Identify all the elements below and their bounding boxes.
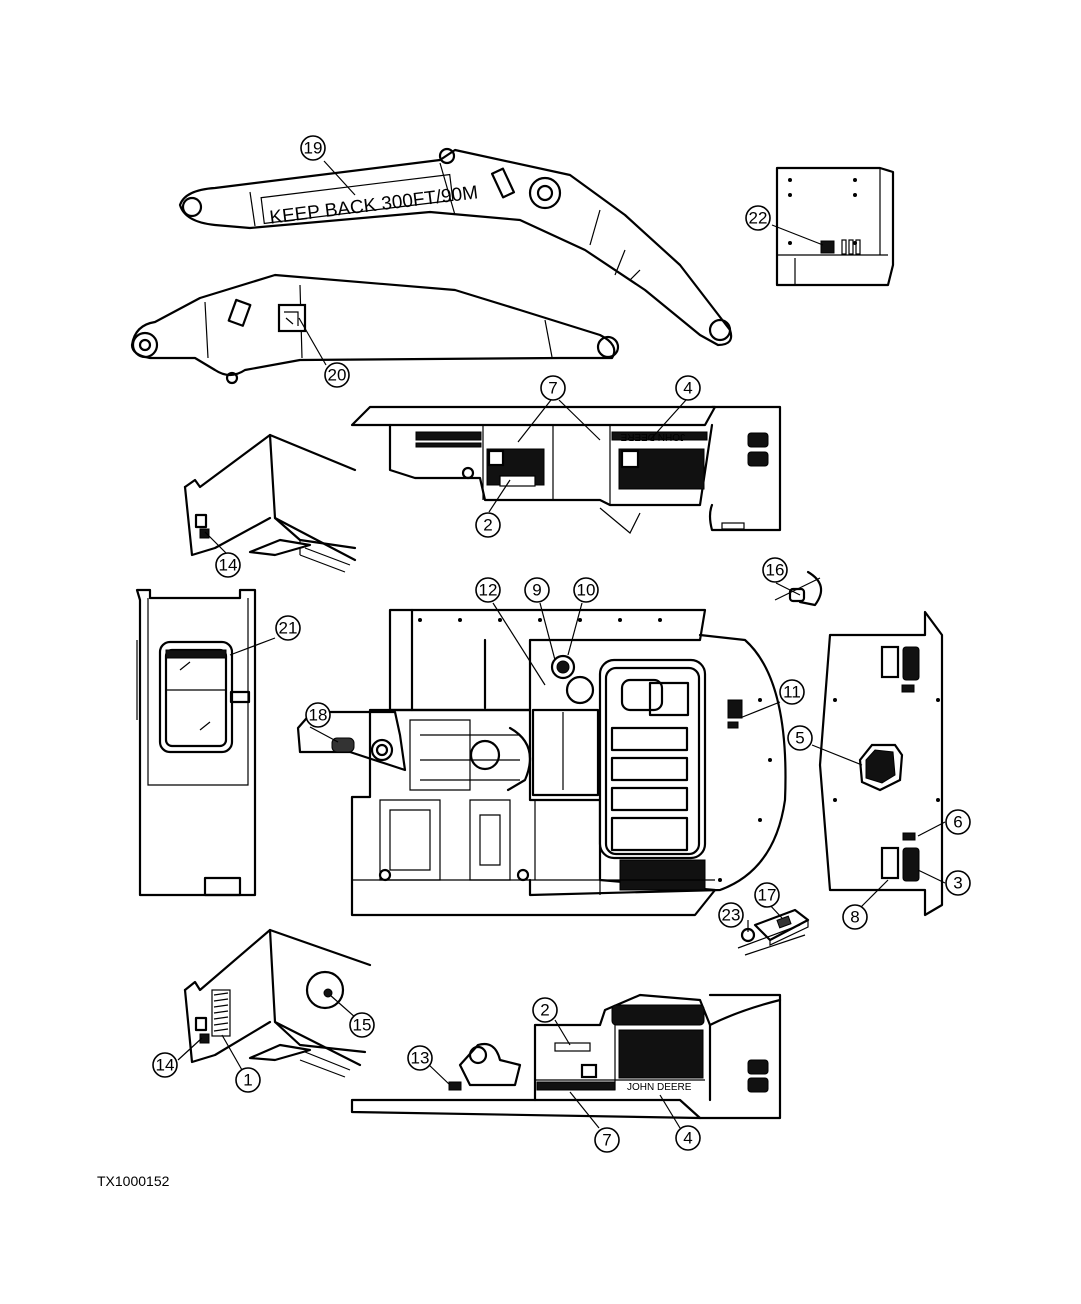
callout-8: 8 — [842, 904, 868, 930]
svg-text:22: 22 — [749, 209, 768, 228]
callout-15: 15 — [349, 1012, 375, 1038]
callout-2: 2 — [475, 512, 501, 538]
svg-text:7: 7 — [602, 1131, 611, 1150]
callout-14: 14 — [215, 552, 241, 578]
upper-side-view: JOHN DEERE — [350, 405, 782, 534]
svg-text:6: 6 — [953, 813, 962, 832]
callout-6: 6 — [945, 809, 971, 835]
callout-23: 23 — [718, 902, 744, 928]
callout-13: 13 — [407, 1045, 433, 1071]
callout-22: 22 — [745, 205, 771, 231]
svg-text:7: 7 — [548, 379, 557, 398]
small-pin-view — [774, 570, 823, 607]
svg-text:14: 14 — [219, 556, 238, 575]
callout-7: 7 — [540, 375, 566, 401]
svg-text:21: 21 — [279, 619, 298, 638]
brand-text-lower: JOHN DEERE — [627, 1082, 692, 1093]
svg-text:4: 4 — [683, 1129, 692, 1148]
svg-text:4: 4 — [683, 379, 692, 398]
callout-20: 20 — [324, 362, 350, 388]
svg-text:10: 10 — [577, 581, 596, 600]
callout-4-lower: 4 — [675, 1125, 701, 1151]
svg-text:12: 12 — [479, 581, 498, 600]
cab-view — [135, 588, 257, 897]
side-panel-view — [818, 610, 944, 917]
boom-warning-decal: KEEP BACK 300FT/90M — [268, 182, 479, 228]
leader-lines — [177, 160, 946, 1129]
callout-12: 12 — [475, 577, 501, 603]
callout-10: 10 — [573, 577, 599, 603]
svg-text:1: 1 — [243, 1071, 252, 1090]
svg-text:8: 8 — [850, 908, 859, 927]
svg-text:2: 2 — [540, 1001, 549, 1020]
svg-text:16: 16 — [766, 561, 785, 580]
svg-text:17: 17 — [758, 886, 777, 905]
door-view-lower — [183, 928, 372, 1078]
plate-view — [775, 166, 895, 287]
callout-2-lower: 2 — [532, 997, 558, 1023]
svg-text:18: 18 — [309, 706, 328, 725]
svg-text:14: 14 — [156, 1056, 175, 1075]
callout-19: 19 — [300, 135, 326, 161]
lower-side-view: JOHN DEERE — [350, 993, 782, 1120]
callout-18: 18 — [305, 702, 331, 728]
step-view — [737, 908, 810, 956]
svg-text:19: 19 — [304, 139, 323, 158]
figure-id: TX1000152 — [97, 1173, 170, 1189]
svg-text:20: 20 — [328, 366, 347, 385]
svg-text:2: 2 — [483, 516, 492, 535]
svg-text:15: 15 — [353, 1016, 372, 1035]
svg-text:23: 23 — [722, 906, 741, 925]
arm-view — [130, 273, 620, 385]
callout-11: 11 — [779, 679, 805, 705]
svg-text:5: 5 — [795, 729, 804, 748]
svg-text:9: 9 — [532, 581, 541, 600]
callout-5: 5 — [787, 725, 813, 751]
top-view — [350, 608, 787, 917]
callout-4: 4 — [675, 375, 701, 401]
callout-21: 21 — [275, 615, 301, 641]
boom-view: KEEP BACK 300FT/90M — [178, 147, 733, 347]
callout-3: 3 — [945, 870, 971, 896]
callout-1: 1 — [235, 1067, 261, 1093]
callout-9: 9 — [524, 577, 550, 603]
door-view-upper — [183, 433, 357, 573]
svg-text:3: 3 — [953, 874, 962, 893]
callout-17: 17 — [754, 882, 780, 908]
svg-text:13: 13 — [411, 1049, 430, 1068]
callout-7-lower: 7 — [594, 1127, 620, 1153]
svg-text:11: 11 — [783, 683, 801, 702]
callout-16: 16 — [762, 557, 788, 583]
callout-14-lower: 14 — [152, 1052, 178, 1078]
